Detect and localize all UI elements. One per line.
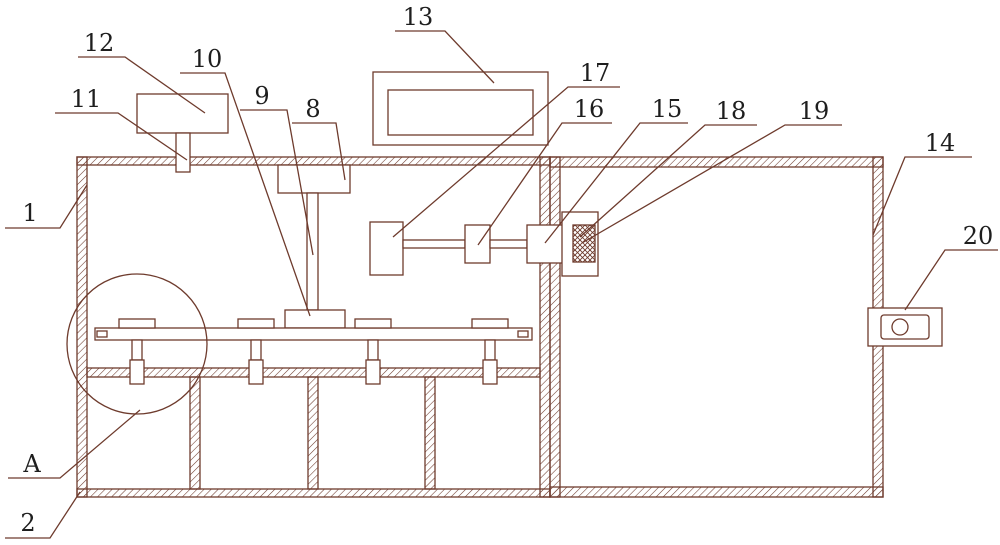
leader-11 [55,112,188,161]
label-8: 8 [305,95,320,123]
clamp-stem [367,339,379,361]
clamp-stem [131,339,143,361]
label-15: 15 [652,95,683,123]
label-12: 12 [84,29,115,57]
component-12 [136,93,229,173]
component-12-body [136,93,229,134]
side-box-left-wall [549,156,561,498]
leader-12 [78,56,206,114]
clamp-4 [471,318,509,385]
main-left-wall [76,156,88,498]
leader-9 [240,109,314,256]
main-right-wall [539,156,551,498]
component-20-bracket [867,307,943,347]
label-19: 19 [799,97,830,125]
component-16-coupling [464,224,491,264]
leader-10 [180,72,311,317]
leader-18 [579,124,757,238]
main-divider-wall [86,367,541,378]
leader-14 [872,156,972,236]
label-18: 18 [716,97,747,125]
label-20: 20 [963,222,994,250]
label-14: 14 [925,129,956,157]
label-11: 11 [71,85,102,113]
plate-bar [94,327,533,341]
main-housing [76,156,551,498]
compartment-wall-1 [189,376,201,490]
component-13-inner [387,89,534,136]
shaft-b [489,239,528,249]
side-box [549,156,884,498]
label-13: 13 [403,3,434,31]
side-box-bottom-wall [549,486,884,498]
leader-19 [581,124,842,244]
label-1: 1 [22,199,37,227]
clamp-1 [118,318,156,385]
detail-circle-a [66,273,208,415]
label-17: 17 [580,59,611,87]
component-15-bearing [526,224,564,264]
leader-lines [5,30,998,539]
compartment-wall-3 [424,376,436,490]
reference-labels: 13 12 10 9 8 11 17 16 15 18 19 14 1 20 A… [20,3,993,537]
shaft-a [402,239,466,249]
drive-train [369,211,599,277]
leader-1 [5,184,88,229]
clamp-stem [250,339,262,361]
lift-assembly [277,164,351,329]
compartment-wall-2 [307,376,319,490]
leader-2 [5,491,81,539]
label-9: 9 [254,82,269,110]
component-17-motor [369,221,404,276]
leader-17 [392,86,620,238]
label-a: A [22,450,41,478]
plate-end-right [517,330,529,338]
leader-15 [544,122,688,244]
leader-16 [477,122,612,246]
clamp-nut [365,359,381,385]
plate-end-left [96,330,108,338]
clamp-nut [248,359,264,385]
clamp-cap [471,318,509,329]
main-bottom-wall [76,488,551,498]
clamp-3 [354,318,392,385]
label-2: 2 [20,509,35,537]
clamp-2 [237,318,275,385]
label-16: 16 [574,95,605,123]
leader-13 [395,30,495,84]
bracket-hole [891,318,909,336]
clamp-stem [484,339,496,361]
component-10-block [284,309,346,329]
leader-8 [292,122,346,181]
component-13 [372,71,549,146]
clamp-nut [482,359,498,385]
clamp-cap [118,318,156,329]
clamp-plate [94,327,533,341]
label-10: 10 [192,45,223,73]
component-8-block [277,164,351,194]
component-11-stem [175,132,191,173]
leader-20 [904,249,998,311]
clamp-cap [354,318,392,329]
component-19-filter [572,224,596,263]
leader-a [8,409,141,479]
clamp-nut [129,359,145,385]
clamp-cap [237,318,275,329]
